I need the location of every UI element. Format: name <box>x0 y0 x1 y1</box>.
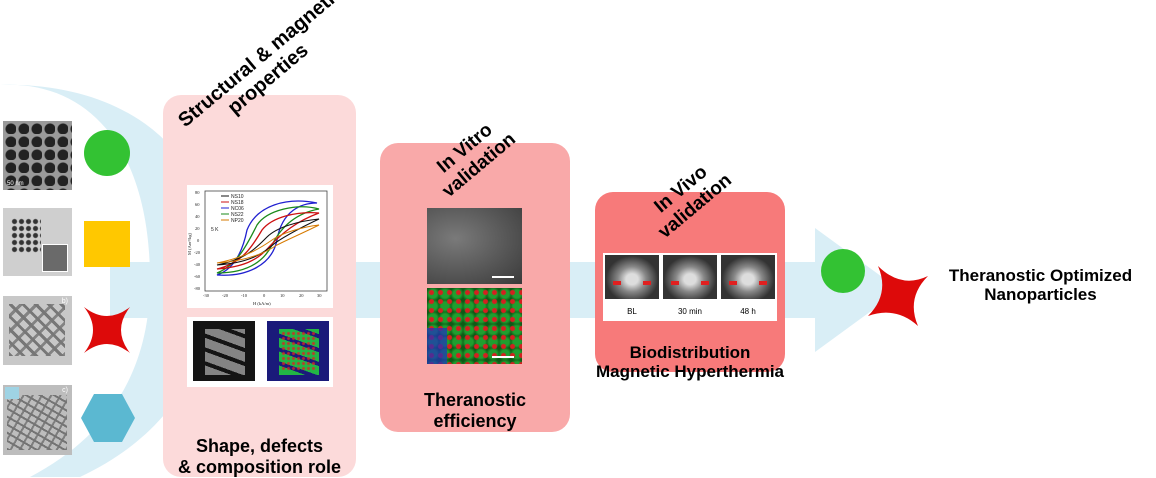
ytick: 80 <box>195 190 200 195</box>
xtick: -10 <box>241 293 248 298</box>
legend-item: NS22 <box>231 212 244 218</box>
legend-item: NC06 <box>231 206 244 212</box>
legend-item: NP20 <box>231 218 244 224</box>
ytick: -40 <box>194 262 201 267</box>
ytick: -20 <box>194 250 201 255</box>
invitro-bottom-caption: Theranostic efficiency <box>423 390 527 431</box>
invitro-fluorescence-image <box>427 288 522 364</box>
tem-image-hexagons: c) <box>3 385 72 455</box>
invitro-panel <box>380 143 570 432</box>
ytick: -80 <box>194 286 201 291</box>
xtick: -20 <box>222 293 229 298</box>
tem-label-b: b) <box>61 298 68 305</box>
xtick: 30 <box>317 293 322 298</box>
tem-image-stars: b) <box>3 296 72 365</box>
y-axis-label: M (Am²/kg) <box>187 233 192 255</box>
result-circle-icon <box>821 249 865 293</box>
hexagon-icon <box>81 394 135 442</box>
legend-item: NS18 <box>231 200 244 206</box>
ytick: 0 <box>197 238 200 243</box>
tem-image-cubes <box>3 208 72 276</box>
ytick: 20 <box>195 226 200 231</box>
time-label: BL <box>627 307 637 316</box>
xtick: 20 <box>299 293 304 298</box>
ytick: 60 <box>195 202 200 207</box>
xtick: -30 <box>203 293 210 298</box>
mri-scan-image <box>721 255 775 299</box>
mri-scan-image <box>605 255 659 299</box>
time-label: 30 min <box>677 307 702 316</box>
tem-inset <box>42 244 68 272</box>
micrograph-pair <box>187 317 333 387</box>
temperature-label: 5 K <box>211 227 219 233</box>
structural-bottom-caption: Shape, defects & composition role <box>177 436 341 477</box>
tem-scale-label: 50 nm <box>7 181 24 187</box>
invitro-microscopy-image <box>427 208 522 284</box>
sem-image <box>193 321 255 381</box>
xtick: 10 <box>280 293 285 298</box>
mri-scan-image <box>663 255 717 299</box>
hysteresis-plot: NS10 NS18 NC06 NS22 NP20 5 K 80 60 40 20… <box>187 185 333 308</box>
circle-icon <box>84 130 130 176</box>
legend-item: NS10 <box>231 194 244 200</box>
star-icon <box>84 307 130 353</box>
tem-image-spheres: 50 nm <box>3 121 72 190</box>
tem-label-c: c) <box>62 387 68 394</box>
xtick: 0 <box>263 293 266 298</box>
invivo-bottom-caption: Biodistribution Magnetic Hyperthermia <box>596 343 784 381</box>
ytick: -60 <box>194 274 201 279</box>
result-caption: Theranostic Optimized Nanoparticles <box>948 266 1133 304</box>
square-icon <box>84 221 130 267</box>
result-star-icon <box>868 266 928 326</box>
invivo-imaging-panel: BL 30 min 48 h <box>603 253 777 321</box>
time-label: 48 h <box>740 307 756 316</box>
eds-map-image <box>267 321 329 381</box>
x-axis-label: H (kA/m) <box>253 301 271 306</box>
ytick: 40 <box>195 214 200 219</box>
